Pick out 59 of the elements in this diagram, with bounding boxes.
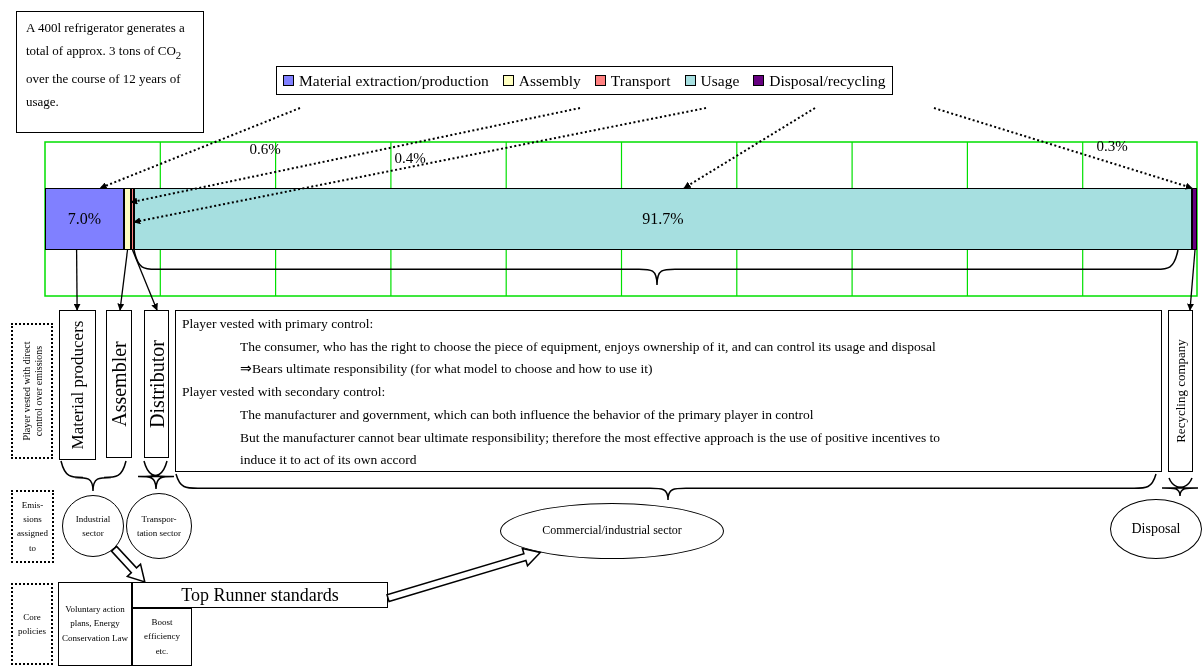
explanation-text: The consumer, who has the right to choose the piece of equipment, enjoys ownership of it, and can control its usage and disposal [240, 337, 936, 356]
note-text: A 400l refrigerator generates a total of approx. 3 tons of CO$_{2}$ over the course of 12 years of usage. [26, 19, 186, 111]
percent-label: 0.3% [1095, 139, 1129, 153]
explanation-text: The manufacturer and government, which can both influence the behavior of the primary player in control [240, 405, 814, 424]
dotted-arrow [683, 107, 816, 189]
node-label: Industrial sector [74, 512, 112, 540]
sector-ellipse [1110, 499, 1202, 559]
node-label: Player vested with direct control over emissions [20, 340, 44, 443]
node-label: Top Runner standards [181, 583, 339, 607]
actor-box [1168, 310, 1193, 472]
node-label: Emis- sions assigned to [16, 498, 49, 555]
bar-shape [124, 188, 131, 250]
legend-label: Material extraction/production [299, 71, 489, 90]
row-label-box [11, 583, 53, 665]
block-arrow [110, 545, 146, 584]
node-label: 91.7% [642, 209, 684, 230]
arrow [73, 249, 81, 311]
dotted-arrow [933, 107, 1193, 190]
row-label-box [11, 323, 53, 459]
legend-label: Disposal/recycling [769, 71, 886, 90]
heading-text: Player vested with primary control: [182, 315, 374, 333]
node-label: Boost efficiency etc. [143, 616, 181, 659]
arrow [117, 249, 129, 311]
bar-shape [131, 188, 134, 250]
actor-box [58, 582, 132, 666]
legend-label: Usage [700, 71, 740, 90]
dotted-arrow [133, 107, 707, 225]
heading-text: Player vested with secondary control: [182, 383, 386, 402]
explanation-text: But the manufacturer cannot bear ultimate responsibility; therefore the most effective approach is the use of positive incentives to induce it to act of its own accord [240, 428, 942, 470]
block-arrow [386, 547, 542, 603]
legend-label: Assembly [518, 71, 581, 90]
node-label: Commercial/industrial sector [542, 522, 682, 540]
dotted-arrow [130, 107, 581, 205]
arrow [131, 249, 158, 311]
bar-segment [134, 188, 1192, 250]
node-label: Disposal [1130, 519, 1182, 538]
percent-label: 0.4% [393, 151, 427, 165]
note-box [16, 11, 204, 133]
node-label: Recycling company [1173, 339, 1188, 443]
explanation-text: ⇒Bears ultimate responsibility (for what model to choose and how to use it) [240, 360, 653, 379]
node-label: Transpor- tation sector [135, 512, 183, 540]
node-label: Voluntary action plans, Energy Conservation Law [61, 603, 129, 646]
dotted-arrow [99, 107, 301, 189]
node-label: Distributor [145, 340, 168, 428]
actor-box [144, 310, 169, 458]
node-label: 7.0% [67, 209, 102, 230]
node-label: Material producers [67, 320, 88, 450]
node-label: Core policies [17, 610, 47, 638]
row-label-box [11, 490, 54, 563]
explanation-box [175, 310, 1162, 472]
bar-shape [1192, 188, 1197, 250]
node-label: Assembler [107, 341, 131, 427]
arrow [1187, 249, 1196, 311]
bar-segment [45, 188, 124, 250]
actor-box [132, 582, 388, 608]
actor-box [59, 310, 96, 460]
actor-box [132, 608, 192, 666]
legend-label: Transport [610, 71, 671, 90]
actor-box [106, 310, 132, 458]
